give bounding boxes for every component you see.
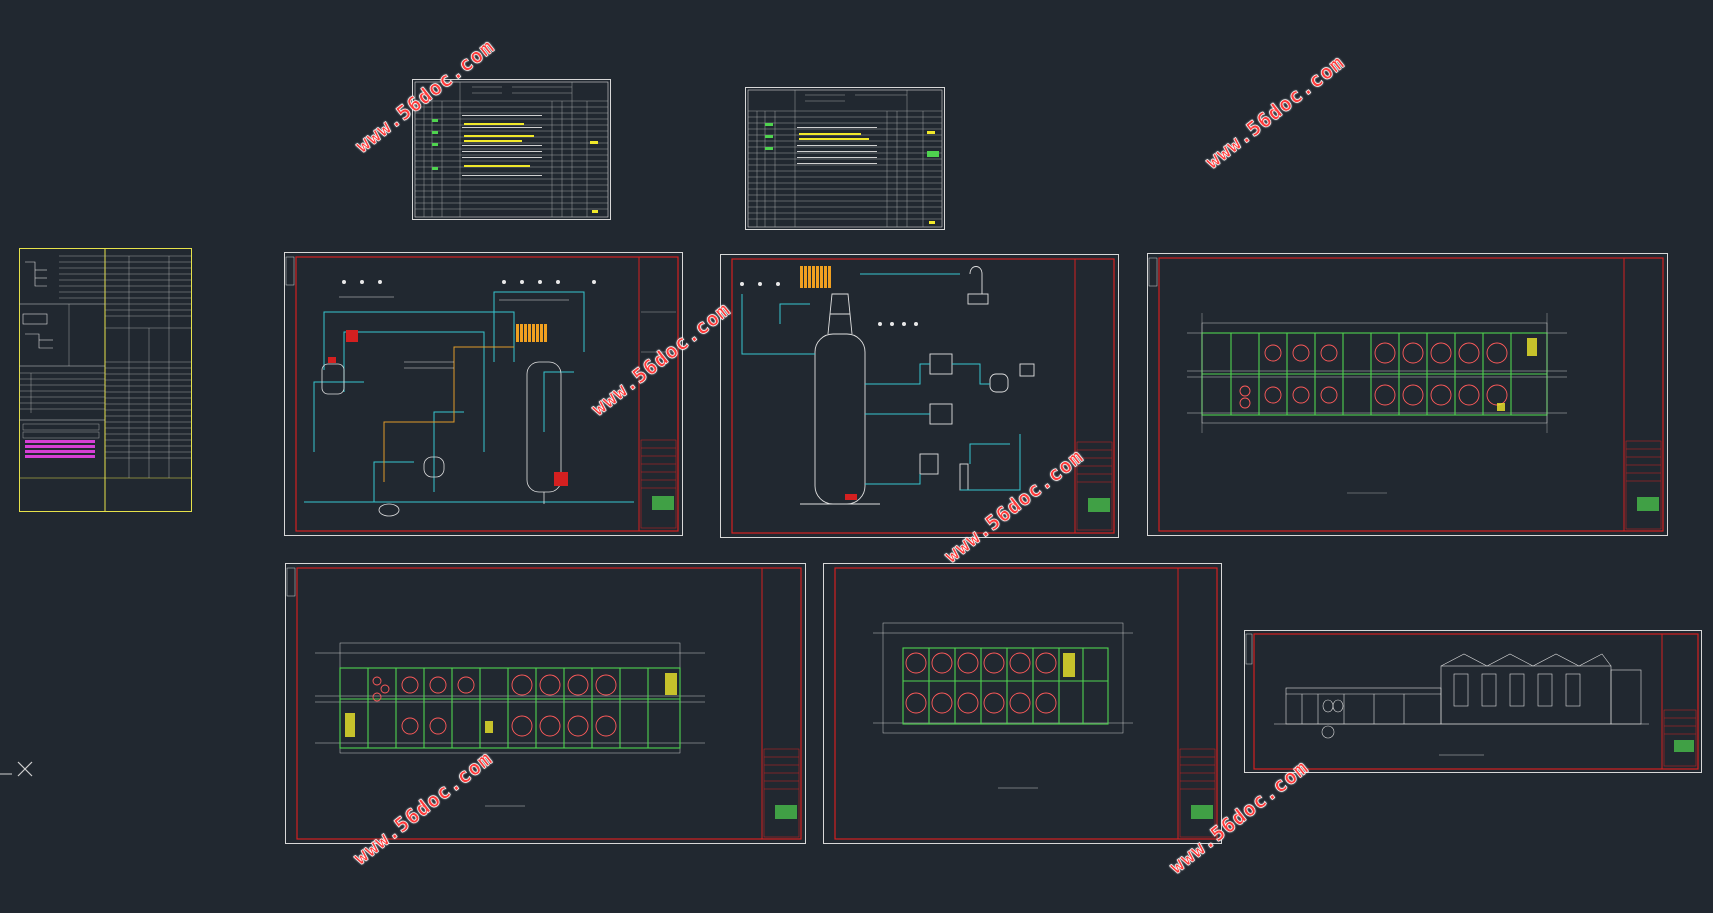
ucs-icon bbox=[0, 756, 40, 780]
process-flow-1-drawing bbox=[284, 252, 683, 536]
plan-layout-3[interactable] bbox=[823, 563, 1222, 844]
process-flow-2-drawing bbox=[720, 254, 1119, 538]
equipment-list-1-drawing bbox=[412, 79, 611, 220]
equipment-list-2[interactable] bbox=[745, 87, 945, 230]
legend-sheet-drawing bbox=[19, 248, 192, 512]
process-flow-1[interactable] bbox=[284, 252, 683, 536]
legend-sheet[interactable] bbox=[19, 248, 192, 512]
watermark-2: www.56doc.com bbox=[1200, 50, 1349, 174]
plan-layout-2-drawing bbox=[285, 563, 806, 844]
plan-layout-1[interactable] bbox=[1147, 253, 1668, 536]
equipment-list-1[interactable] bbox=[412, 79, 611, 220]
equipment-list-2-drawing bbox=[745, 87, 945, 230]
plan-layout-1-drawing bbox=[1147, 253, 1668, 536]
elevation[interactable] bbox=[1244, 630, 1702, 773]
process-flow-2[interactable] bbox=[720, 254, 1119, 538]
elevation-drawing bbox=[1244, 630, 1702, 773]
plan-layout-2[interactable] bbox=[285, 563, 806, 844]
plan-layout-3-drawing bbox=[823, 563, 1222, 844]
